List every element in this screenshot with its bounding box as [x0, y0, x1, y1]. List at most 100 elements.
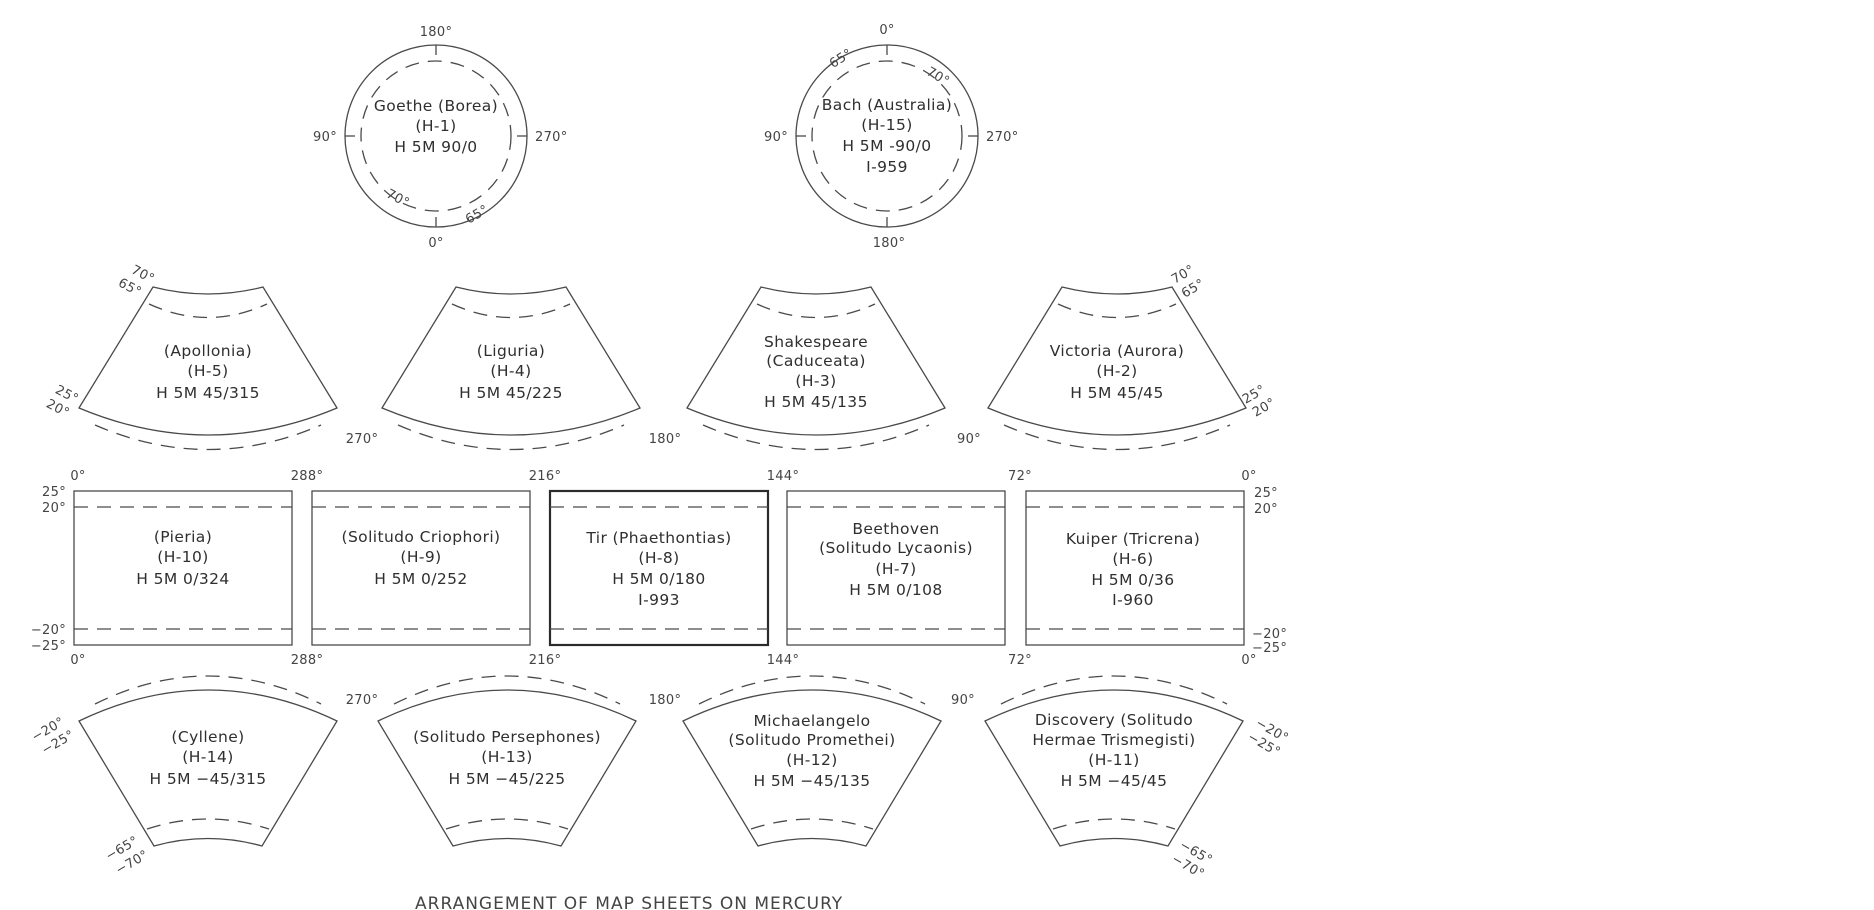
sheet-h11-fan[interactable]: Discovery (Solitudo Hermae Trismegisti) … [984, 675, 1244, 847]
sheet-h9-label-line: (Solitudo Criophori) [342, 528, 501, 546]
longitude-label: 0° [70, 653, 85, 668]
longitude-label: 144° [767, 469, 800, 484]
longitude-label: 288° [291, 653, 324, 668]
latitude-label: 25° [42, 485, 66, 500]
sheet-h4-label-line: H 5M 45/225 [459, 384, 563, 402]
longitude-label: 90° [313, 130, 337, 145]
longitude-label: 144° [767, 653, 800, 668]
longitude-label: 216° [529, 653, 562, 668]
sheet-h15-polar-south[interactable]: Bach (Australia) (H-15) H 5M -90/0 I-959 [795, 44, 979, 228]
sheet-h9-label-line: (H-9) [400, 548, 441, 566]
sheet-h4-label-line: (H-4) [490, 362, 531, 380]
sheet-h3-label-line: (H-3) [795, 372, 836, 390]
map-caption: ARRANGEMENT OF MAP SHEETS ON MERCURY [415, 894, 843, 910]
sheet-h10-rect[interactable]: (Pieria) (H-10) H 5M 0/324 [73, 490, 293, 646]
longitude-label: 0° [1241, 653, 1256, 668]
sheet-h12-label-line: H 5M −45/135 [753, 772, 870, 790]
sheet-h3-label-line: Shakespeare [764, 333, 868, 351]
sheet-h3-fan[interactable]: Shakespeare (Caduceata) (H-3) H 5M 45/13… [686, 286, 946, 451]
longitude-label: 0° [879, 23, 894, 38]
longitude-label: 72° [1008, 653, 1032, 668]
sheet-h12-fan[interactable]: Michaelangelo (Solitudo Promethei) (H-12… [682, 675, 942, 847]
longitude-label: 0° [70, 469, 85, 484]
sheet-h7-label-line: H 5M 0/108 [849, 581, 942, 599]
sheet-h14-fan[interactable]: (Cyllene) (H-14) H 5M −45/315 [78, 675, 338, 847]
sheet-h13-fan[interactable]: (Solitudo Persephones) (H-13) H 5M −45/2… [377, 675, 637, 847]
sheet-h7-label-line: (H-7) [875, 560, 916, 578]
longitude-label: 90° [957, 432, 981, 447]
longitude-label: 270° [535, 130, 568, 145]
longitude-label: 72° [1008, 469, 1032, 484]
sheet-h13-label-line: (Solitudo Persephones) [413, 728, 601, 746]
sheet-h5-fan[interactable]: (Apollonia) (H-5) H 5M 45/315 [78, 286, 338, 451]
sheet-h12-label-line: Michaelangelo [753, 712, 870, 730]
sheet-h12-label-line: (H-12) [786, 751, 837, 769]
sheet-h11-label-line: Discovery (Solitudo [1035, 711, 1193, 729]
longitude-label: 288° [291, 469, 324, 484]
sheet-h8-label-line: Tir (Phaethontias) [585, 529, 731, 547]
latitude-label: 70° [384, 187, 412, 211]
sheet-h3-label-line: H 5M 45/135 [764, 393, 868, 411]
sheet-h2-label-line: H 5M 45/45 [1070, 384, 1163, 402]
sheet-h6-rect[interactable]: Kuiper (Tricrena) (H-6) H 5M 0/36 I-960 [1025, 490, 1245, 646]
sheet-h12-label-line: (Solitudo Promethei) [728, 731, 895, 749]
latitude-label: −20° [1252, 627, 1287, 642]
sheet-h10-label-line: (H-10) [157, 548, 208, 566]
sheet-h15-label-line: Bach (Australia) [822, 96, 952, 114]
sheet-h11-label-line: (H-11) [1088, 751, 1139, 769]
longitude-label: 180° [649, 693, 682, 708]
sheet-h14-label-line: (H-14) [182, 748, 233, 766]
sheet-h6-label-line: I-960 [1112, 591, 1154, 609]
sheet-h15-label-line: H 5M -90/0 [842, 137, 931, 155]
latitude-label: −25° [31, 639, 66, 654]
latitude-label: 65° [463, 202, 491, 227]
sheet-h7-rect[interactable]: Beethoven (Solitudo Lycaonis) (H-7) H 5M… [786, 490, 1006, 646]
sheet-h9-label-line: H 5M 0/252 [374, 570, 467, 588]
sheet-h4-fan[interactable]: (Liguria) (H-4) H 5M 45/225 [381, 286, 641, 451]
sheet-h15-label-line: (H-15) [861, 116, 912, 134]
longitude-label: 90° [764, 130, 788, 145]
sheet-h1-polar-north[interactable]: Goethe (Borea) (H-1) H 5M 90/0 [344, 44, 528, 228]
latitude-label: −20° [31, 623, 66, 638]
sheet-h10-label-line: (Pieria) [154, 528, 212, 546]
sheet-h1-label-line: (H-1) [415, 117, 456, 135]
sheet-h11-label-line: H 5M −45/45 [1061, 772, 1168, 790]
longitude-label: 270° [346, 432, 379, 447]
longitude-label: 90° [951, 693, 975, 708]
sheet-h8-label-line: (H-8) [638, 549, 679, 567]
sheet-h1-label-line: Goethe (Borea) [374, 97, 498, 115]
sheet-h1-label-line: H 5M 90/0 [394, 138, 477, 156]
latitude-label: 20° [42, 501, 66, 516]
longitude-label: 270° [346, 693, 379, 708]
longitude-label: 0° [1241, 469, 1256, 484]
sheet-h2-label-line: (H-2) [1096, 362, 1137, 380]
longitude-label: 270° [986, 130, 1019, 145]
sheet-h5-label-line: H 5M 45/315 [156, 384, 260, 402]
sheet-h14-label-line: (Cyllene) [171, 728, 244, 746]
sheet-h13-label-line: H 5M −45/225 [448, 770, 565, 788]
sheet-h5-label-line: (Apollonia) [164, 342, 252, 360]
latitude-label: 65° [827, 46, 855, 71]
sheet-h8-label-line: I-993 [638, 591, 680, 609]
sheet-h8-rect[interactable]: Tir (Phaethontias) (H-8) H 5M 0/180 I-99… [548, 489, 770, 647]
sheet-h2-fan[interactable]: Victoria (Aurora) (H-2) H 5M 45/45 [987, 286, 1247, 451]
sheet-h6-label-line: Kuiper (Tricrena) [1066, 530, 1200, 548]
sheet-h10-label-line: H 5M 0/324 [136, 570, 229, 588]
latitude-label: 25° [1254, 486, 1278, 501]
sheet-h11-label-line: Hermae Trismegisti) [1032, 731, 1195, 749]
latitude-label: 20° [1254, 502, 1278, 517]
sheet-h9-rect[interactable]: (Solitudo Criophori) (H-9) H 5M 0/252 [311, 490, 531, 646]
longitude-label: 180° [873, 236, 906, 251]
sheet-h6-label-line: (H-6) [1112, 550, 1153, 568]
sheet-h7-label-line: (Solitudo Lycaonis) [819, 539, 973, 557]
sheet-h4-label-line: (Liguria) [477, 342, 545, 360]
sheet-h3-label-line: (Caduceata) [766, 352, 866, 370]
sheet-h5-label-line: (H-5) [187, 362, 228, 380]
sheet-h14-label-line: H 5M −45/315 [149, 770, 266, 788]
sheet-h6-label-line: H 5M 0/36 [1091, 571, 1174, 589]
longitude-label: 180° [649, 432, 682, 447]
longitude-label: 216° [529, 469, 562, 484]
sheet-h15-label-line: I-959 [866, 158, 908, 176]
sheet-h13-label-line: (H-13) [481, 748, 532, 766]
